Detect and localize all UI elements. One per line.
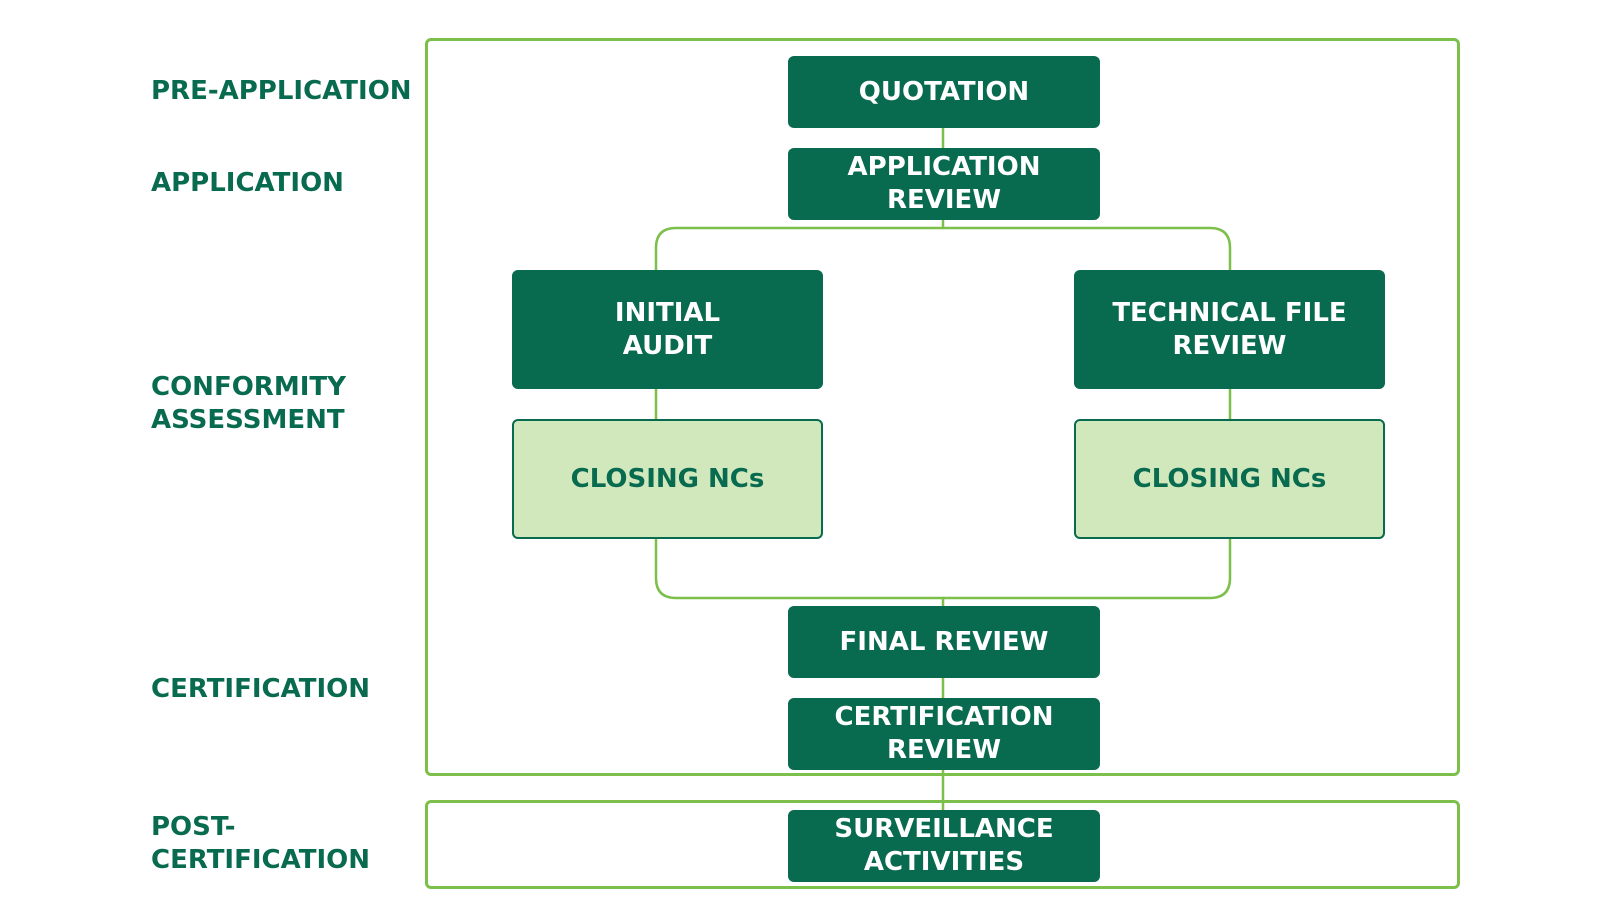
- node-initial-audit: INITIAL AUDIT: [512, 270, 823, 389]
- node-quotation: QUOTATION: [788, 56, 1100, 128]
- phase-label-pre-application: PRE-APPLICATION: [151, 76, 412, 106]
- phase-label-post-certification: POST- CERTIFICATION: [151, 812, 370, 875]
- phase-label-conformity-assessment: CONFORMITY ASSESSMENT: [151, 372, 346, 435]
- node-final-review: FINAL REVIEW: [788, 606, 1100, 678]
- node-technical-file-review: TECHNICAL FILE REVIEW: [1074, 270, 1385, 389]
- node-closing-ncs-right: CLOSING NCs: [1074, 419, 1385, 539]
- phase-label-application: APPLICATION: [151, 168, 344, 198]
- phase-label-certification: CERTIFICATION: [151, 674, 370, 704]
- node-certification-review: CERTIFICATION REVIEW: [788, 698, 1100, 770]
- node-application-review: APPLICATION REVIEW: [788, 148, 1100, 220]
- node-surveillance-activities: SURVEILLANCE ACTIVITIES: [788, 810, 1100, 882]
- node-closing-ncs-left: CLOSING NCs: [512, 419, 823, 539]
